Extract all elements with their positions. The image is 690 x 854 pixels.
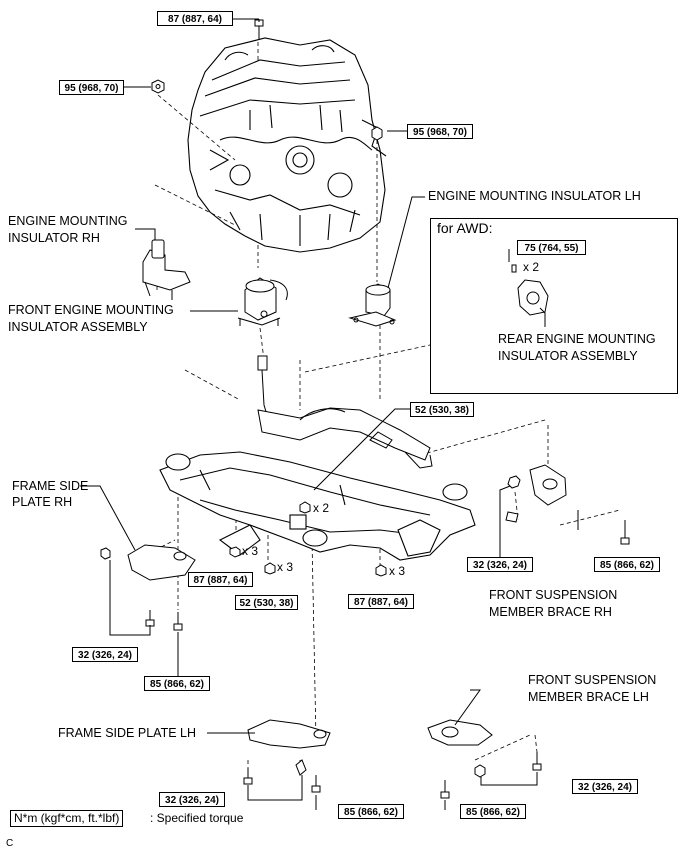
frame-side-plate-rh-drawing: [100, 544, 196, 631]
legend-unit-box: N*m (kgf*cm, ft.*lbf): [10, 810, 124, 827]
insulator-rh-label-line1: ENGINE MOUNTING: [8, 214, 128, 228]
front-suspension-member-drawing: [159, 451, 476, 561]
top-bolt-icon: [254, 19, 264, 40]
engine-block-drawing: [187, 37, 387, 253]
brace-rh-label-line2: MEMBER BRACE RH: [489, 605, 612, 619]
torque-spec-plate-rh-a: 32 (326, 24): [72, 647, 138, 662]
for-awd-label: for AWD:: [437, 220, 493, 236]
front-insulator-label-line2: INSULATOR ASSEMBLY: [8, 320, 148, 334]
torque-spec-left-nut: 95 (968, 70): [59, 80, 124, 95]
quantity-steering: x 2: [313, 501, 330, 515]
torque-spec-right-nut: 95 (968, 70): [407, 124, 473, 139]
corner-mark: C: [6, 838, 14, 849]
torque-spec-member-bolt-a: 87 (887, 64): [188, 572, 253, 587]
torque-spec-brace-lh-b: 32 (326, 24): [572, 779, 638, 794]
front-insulator-drawing: [237, 277, 288, 326]
torque-spec-steering-gear: 52 (530, 38): [410, 402, 474, 417]
frame-side-plate-rh-label-line1: FRAME SIDE: [12, 479, 89, 493]
torque-spec-brace-rh-b: 85 (866, 62): [594, 557, 660, 572]
leader-lines: [80, 18, 579, 810]
rear-insulator-label-line1: REAR ENGINE MOUNTING: [498, 332, 656, 346]
quantity-member-a: x 3: [242, 544, 259, 558]
left-nut-icon: [151, 79, 165, 94]
steering-gear-drawing: [257, 355, 433, 469]
frame-side-plate-lh-label: FRAME SIDE PLATE LH: [58, 726, 196, 740]
frame-side-plate-lh-drawing: [243, 719, 331, 793]
rear-insulator-drawing: [511, 264, 549, 316]
fastener-markers: [229, 501, 387, 577]
torque-spec-plate-rh-b: 85 (866, 62): [144, 676, 210, 691]
legend-description: : Specified torque: [150, 811, 244, 825]
quantity-awd: x 2: [523, 260, 540, 274]
insulator-lh-label: ENGINE MOUNTING INSULATOR LH: [428, 189, 641, 203]
torque-spec-plate-lh-b: 85 (866, 62): [338, 804, 404, 819]
brace-rh-label-line1: FRONT SUSPENSION: [489, 588, 618, 602]
insulator-rh-drawing: [142, 239, 191, 300]
torque-spec-brace-rh-a: 32 (326, 24): [467, 557, 533, 572]
front-insulator-label-line1: FRONT ENGINE MOUNTING: [8, 303, 174, 317]
quantity-member-b: x 3: [277, 560, 294, 574]
quantity-member-c: x 3: [389, 564, 406, 578]
brace-lh-label-line1: FRONT SUSPENSION: [528, 673, 657, 687]
rear-insulator-label-line2: INSULATOR ASSEMBLY: [498, 349, 638, 363]
torque-spec-brace-lh-a: 85 (866, 62): [460, 804, 526, 819]
insulator-lh-drawing: [348, 283, 397, 327]
torque-spec-plate-lh-a: 32 (326, 24): [159, 792, 225, 807]
awd-detail-box: [430, 218, 678, 394]
torque-spec-member-bolt-c: 87 (887, 64): [348, 594, 414, 609]
alignment-lines: [154, 42, 621, 770]
brace-lh-label-line2: MEMBER BRACE LH: [528, 690, 649, 704]
brace-rh-drawing: [505, 464, 630, 545]
torque-spec-top-bolt: 87 (887, 64): [157, 11, 233, 26]
frame-side-plate-rh-label-line2: PLATE RH: [12, 495, 73, 509]
right-nut-icon: [371, 126, 383, 141]
insulator-rh-label-line2: INSULATOR RH: [8, 231, 100, 245]
torque-spec-awd-bolt: 75 (764, 55): [517, 240, 586, 255]
brace-lh-drawing: [427, 719, 542, 799]
torque-spec-member-bolt-b: 52 (530, 38): [235, 595, 298, 610]
